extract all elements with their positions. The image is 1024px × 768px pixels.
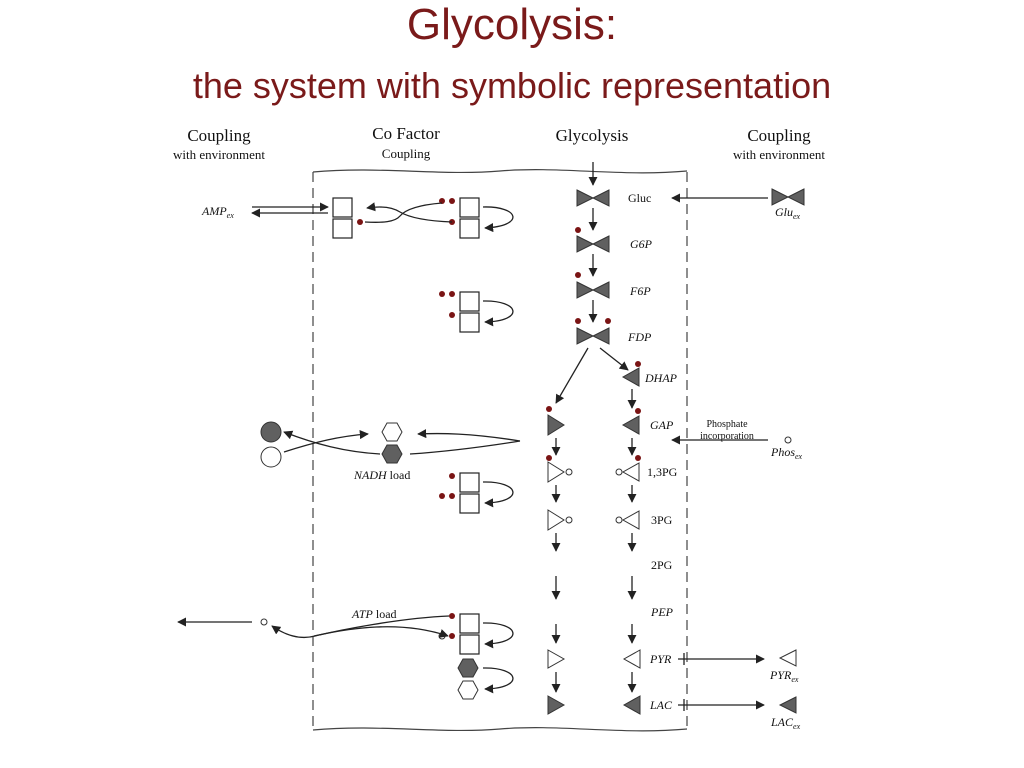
amp-box-top [332,197,353,218]
glu-ex-node [771,188,805,206]
nadh-hexagon [381,444,403,464]
lac-ex-label: LACex [770,715,801,731]
pyr-export: PYRex [678,649,799,684]
pep-label: PEP [650,605,674,619]
phosphate-label-line1: Phosphate [706,419,748,430]
pyr-ex-label: PYRex [769,668,799,684]
amp-ex-label: AMPex [201,204,234,220]
right-branch: DHAP GAP 1,3PG 3PG 2PG PEP PYR LAC [615,361,678,715]
fdp-node [576,327,610,345]
cofactor-subtitle: Coupling [382,146,431,161]
dhap-label: DHAP [644,371,678,385]
left-pyr-node [547,649,566,669]
atp-coupling-upper [439,291,514,333]
gap-label: GAP [650,418,674,432]
nadh-load-label: NADH load [353,468,410,482]
phos-ex-node [784,436,792,444]
cofactor-title: Co Factor [372,124,440,143]
atp-load-label: ATP load [351,607,397,621]
page-subtitle: the system with symbolic representation [192,65,832,106]
cell-membrane [312,169,688,732]
page-title: Glycolysis: [406,0,618,49]
right-coupling-subtitle: with environment [733,147,825,162]
pyr-ex-node [778,649,797,667]
f6p-node [576,281,610,299]
atp-box-lower-top [459,613,480,634]
left-gap-node [547,414,565,436]
pg3-label: 3PG [651,513,673,527]
lac-ex-node [778,696,797,714]
phos-ex-label: Phosex [770,445,803,461]
gluc-label: Gluc [628,191,651,205]
atp-load: ATP load [177,607,514,700]
left-branch [546,406,573,715]
f6p-step: F6P [575,254,651,299]
left-3pg-node [547,509,565,531]
amp-coupling: AMPex [201,197,514,239]
adp-box-bottom [459,218,480,239]
gap-node [621,415,640,435]
left-bpg-node [547,461,565,483]
nadh-ex-dark [260,421,282,443]
fdp-step: FDP [555,300,652,404]
bpg-node [621,462,640,482]
bpg-label: 1,3PG [647,465,678,479]
adp-box-middle-top [459,472,480,493]
lac-export: LACex [678,696,801,731]
phosphate-incorporation: Phosphate incorporation Phosex [671,419,803,461]
atp-box-lower-bottom [459,634,480,655]
nad-hexagon [381,422,403,442]
lac-node [622,695,641,715]
adp-box-top [459,197,480,218]
pg2-label: 2PG [651,558,673,572]
lac-label: LAC [649,698,673,712]
nad-ex-light [260,446,282,468]
g6p-label: G6P [630,237,653,251]
amp-box-bottom [332,218,353,239]
g6p-step: G6P [575,208,653,253]
left-lac-node [547,695,566,715]
atp-box-top [459,291,480,312]
nadh-coupling: NADH load [260,421,521,482]
right-coupling-title: Coupling [747,126,811,145]
left-coupling-subtitle: with environment [173,147,265,162]
pg3-node [621,510,640,530]
glucose-entry: Gluc Gluex [576,162,805,221]
atp-hexagon-light [457,680,479,700]
g6p-node [576,235,610,253]
gluc-node [576,189,610,207]
phosphate-label-line2: incorporation [700,431,754,442]
pyr-node [622,649,641,669]
dhap-node [621,367,640,387]
atp-coupling-middle [439,472,514,514]
glycolysis-title: Glycolysis [556,126,629,145]
fdp-label: FDP [627,330,652,344]
pyr-label: PYR [649,652,672,666]
atp-box-bottom [459,312,480,333]
left-coupling-title: Coupling [187,126,251,145]
f6p-label: F6P [629,284,651,298]
glu-ex-label: Gluex [775,205,801,221]
adp-box-middle-bottom [459,493,480,514]
atp-hexagon-dark [457,658,479,678]
